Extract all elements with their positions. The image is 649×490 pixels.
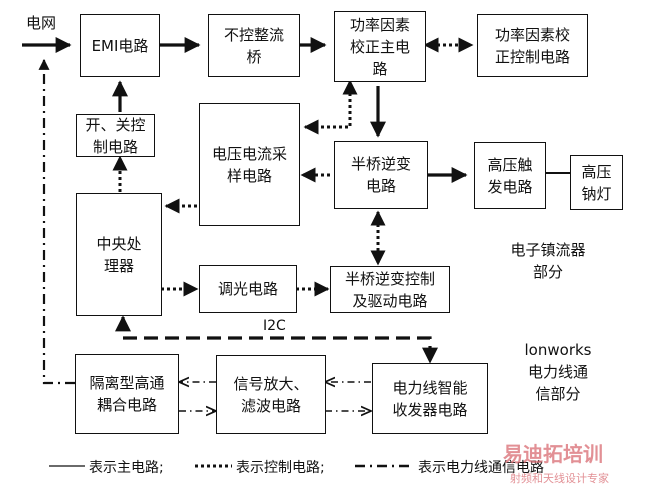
watermark-logo-text: 易迪拓培训 — [503, 442, 603, 466]
legend-main-text: 表示主电路; — [89, 460, 164, 476]
emi-circuit-box: EMI电路 — [80, 14, 160, 77]
cpu-box: 中央处 理器 — [76, 193, 162, 316]
signal-amp-filter-box: 信号放大、 滤波电路 — [216, 355, 326, 434]
pfc-main-circuit-box: 功率因素 校正主电 路 — [334, 11, 426, 82]
hv-trigger-circuit-box: 高压触 发电路 — [474, 142, 546, 209]
half-bridge-inverter-box: 半桥逆变 电路 — [334, 141, 428, 209]
rectifier-bridge-box: 不控整流 桥 — [208, 14, 300, 77]
half-bridge-control-driver-box: 半桥逆变控制 及驱动电路 — [330, 266, 450, 313]
comm-line-coupling-grid — [38, 58, 75, 385]
legend-comm-text: 表示电力线通信电路 — [418, 460, 544, 476]
legend-control-text: 表示控制电路; — [236, 460, 325, 476]
watermark-subtitle-text: 射频和天线设计专家 — [510, 472, 609, 485]
i2c-bus-line — [115, 315, 438, 364]
ctrl-line-pfc-sampling — [303, 79, 358, 135]
lonworks-section-label: lonworks 电力线通 信部分 — [524, 341, 592, 403]
isolated-highpass-coupling-box: 隔离型高通 耦合电路 — [75, 354, 179, 434]
pfc-control-circuit-box: 功率因素校 正控制电路 — [477, 14, 588, 77]
i2c-bus-label: I2C — [263, 318, 286, 334]
voltage-current-sampling-box: 电压电流采 样电路 — [199, 103, 300, 226]
switch-control-circuit-box: 开、关控 制电路 — [76, 114, 155, 157]
plc-transceiver-box: 电力线智能 收发器电路 — [372, 363, 488, 434]
dimming-circuit-box: 调光电路 — [199, 265, 297, 313]
ballast-section-label: 电子镇流器 部分 — [510, 241, 586, 281]
sodium-lamp-box: 高压 钠灯 — [570, 155, 623, 210]
grid-input-label: 电网 — [26, 14, 57, 32]
